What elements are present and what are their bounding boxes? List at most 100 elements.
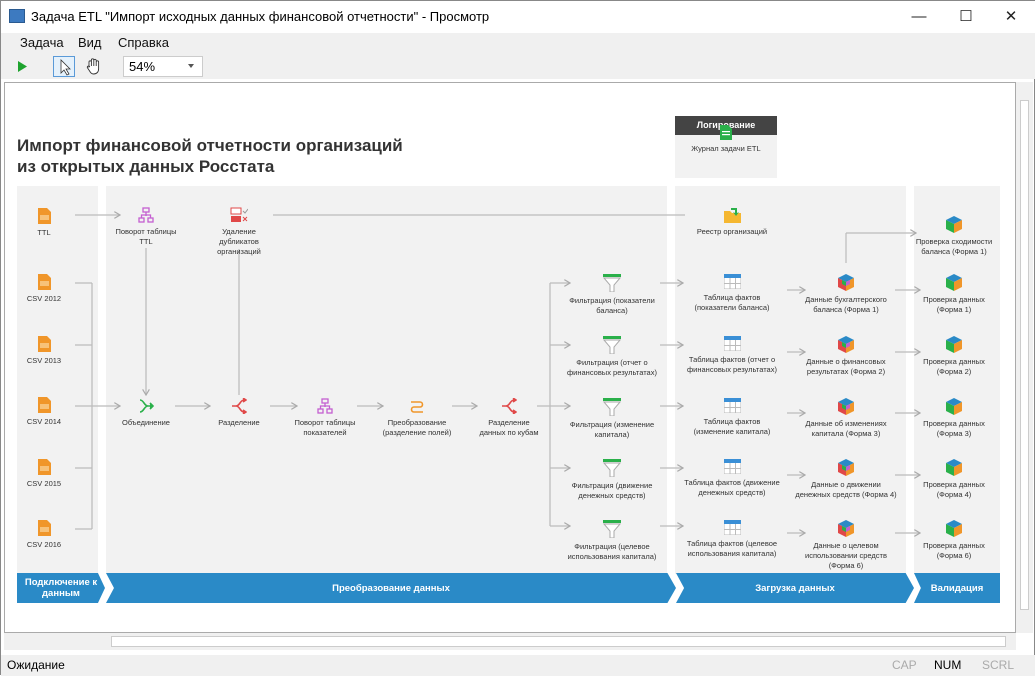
node-label: CSV 2015 [26, 479, 62, 488]
node-file[interactable]: CSV 2014 [5, 397, 104, 427]
node-label: Реестр организаций [696, 227, 768, 236]
node-label: Проверка данных (Форма 1) [923, 295, 985, 314]
hand-icon[interactable] [83, 56, 105, 77]
menu-task[interactable]: Задача [20, 35, 64, 50]
split-icon [449, 398, 569, 414]
pointer-icon[interactable] [53, 56, 75, 77]
split-icon [179, 398, 299, 414]
diagram-canvas[interactable]: Импорт финансовой отчетности организаций… [4, 82, 1016, 633]
node-merge[interactable]: Объединение [86, 398, 206, 428]
close-button[interactable]: ✕ [1004, 8, 1018, 25]
horizontal-scrollbar[interactable] [4, 633, 1016, 650]
cube-icon [894, 398, 1014, 415]
filter-icon [552, 398, 672, 416]
node-filter[interactable]: Фильтрация (показатели баланса) [552, 274, 672, 316]
title-bar: Задача ETL "Импорт исходных данных финан… [1, 1, 1035, 33]
stage-load: Загрузка данных [676, 573, 914, 603]
vertical-scroll-thumb[interactable] [1020, 100, 1029, 610]
node-dedupe[interactable]: Удаление дубликатов организаций [179, 207, 299, 257]
cube-icon [894, 336, 1014, 353]
node-cube[interactable]: Проверка сходимости баланса (Форма 1) [894, 216, 1014, 257]
node-pivot[interactable]: Поворот таблицы TTL [86, 207, 206, 247]
cube-icon [894, 459, 1014, 476]
file-icon [5, 336, 104, 352]
node-cube[interactable]: Проверка данных (Форма 4) [894, 459, 1014, 500]
node-label: Фильтрация (целевое использования капита… [567, 542, 657, 561]
node-label: Поворот таблицы TTL [115, 227, 177, 246]
node-label: Проверка данных (Форма 2) [923, 357, 985, 376]
node-label: Разделение [218, 418, 260, 427]
panel-validation [914, 186, 1000, 574]
node-split[interactable]: Разделение [179, 398, 299, 428]
filter-icon [552, 459, 672, 477]
node-pivot[interactable]: Поворот таблицы показателей [265, 398, 385, 438]
node-table[interactable]: Таблица фактов (целевое использования ка… [672, 520, 792, 559]
cube-multi-icon [786, 459, 906, 476]
node-cube[interactable]: Проверка данных (Форма 3) [894, 398, 1014, 439]
menu-help[interactable]: Справка [118, 35, 169, 50]
node-label: Фильтрация (изменение капитала) [569, 420, 655, 439]
node-label: Таблица фактов (отчет о финансовых резул… [687, 355, 777, 374]
table-icon [672, 520, 792, 535]
node-cube-multi[interactable]: Данные о финансовых результатах (Форма 2… [786, 336, 906, 377]
node-folder[interactable]: Реестр организаций [672, 208, 792, 237]
cube-multi-icon [786, 398, 906, 415]
node-table[interactable]: Таблица фактов (движение денежных средст… [672, 459, 792, 498]
node-table[interactable]: Таблица фактов (показатели баланса) [672, 274, 792, 313]
cap-indicator: CAP [892, 658, 917, 672]
node-table[interactable]: Таблица фактов (изменение капитала) [672, 398, 792, 437]
transform-icon [357, 398, 477, 414]
merge-icon [86, 398, 206, 414]
file-icon [5, 397, 104, 413]
play-icon[interactable] [15, 56, 29, 77]
node-filter[interactable]: Фильтрация (движение денежных средств) [552, 459, 672, 501]
panel-load [675, 186, 906, 574]
node-filter[interactable]: Фильтрация (изменение капитала) [552, 398, 672, 440]
node-cube[interactable]: Проверка данных (Форма 6) [894, 520, 1014, 561]
diagram-heading: Импорт финансовой отчетности организаций… [17, 136, 403, 176]
node-label: CSV 2016 [26, 540, 62, 549]
node-cube-multi[interactable]: Данные об изменениях капитала (Форма 3) [786, 398, 906, 439]
node-file[interactable]: TTL [5, 208, 104, 238]
num-indicator: NUM [934, 658, 962, 672]
node-label: Фильтрация (отчет о финансовых результат… [567, 358, 657, 377]
node-file[interactable]: CSV 2016 [5, 520, 104, 550]
etl-log-label: Журнал задачи ETL [691, 144, 761, 153]
cube-multi-icon [786, 274, 906, 291]
node-file[interactable]: CSV 2015 [5, 459, 104, 489]
node-filter[interactable]: Фильтрация (целевое использования капита… [552, 520, 672, 562]
maximize-button[interactable]: ☐ [959, 8, 973, 25]
menu-view[interactable]: Вид [78, 35, 102, 50]
node-cube-multi[interactable]: Данные о движении денежных средств (Форм… [786, 459, 906, 500]
node-table[interactable]: Таблица фактов (отчет о финансовых резул… [672, 336, 792, 375]
vertical-scrollbar[interactable] [1016, 82, 1033, 633]
node-label: Проверка сходимости баланса (Форма 1) [915, 237, 993, 256]
node-label: Данные об изменениях капитала (Форма 3) [805, 419, 887, 438]
node-label: Фильтрация (движение денежных средств) [571, 481, 653, 500]
node-transform[interactable]: Преобразование (разделение полей) [357, 398, 477, 438]
node-cube[interactable]: Проверка данных (Форма 1) [894, 274, 1014, 315]
horizontal-scroll-thumb[interactable] [111, 636, 1006, 647]
file-icon [5, 459, 104, 475]
node-file[interactable]: CSV 2013 [5, 336, 104, 366]
node-label: TTL [37, 228, 51, 237]
log-file-icon [720, 125, 732, 140]
node-label: Данные о финансовых результатах (Форма 2… [806, 357, 886, 376]
node-file[interactable]: CSV 2012 [5, 274, 104, 304]
etl-log-node[interactable]: Журнал задачи ETL [666, 125, 786, 154]
node-cube-multi[interactable]: Данные бухгалтерского баланса (Форма 1) [786, 274, 906, 315]
minimize-button[interactable]: — [911, 8, 927, 25]
window-title: Задача ETL "Импорт исходных данных финан… [31, 9, 490, 24]
node-cube-multi[interactable]: Данные о целевом использовании средств (… [786, 520, 906, 571]
file-icon [5, 274, 104, 290]
pivot-icon [265, 398, 385, 414]
zoom-value: 54% [129, 59, 156, 74]
node-label: Данные бухгалтерского баланса (Форма 1) [805, 295, 887, 314]
node-label: Таблица фактов (изменение капитала) [693, 417, 771, 436]
table-icon [672, 459, 792, 474]
zoom-select[interactable]: 54% [123, 56, 203, 77]
node-cube[interactable]: Проверка данных (Форма 2) [894, 336, 1014, 377]
table-icon [672, 336, 792, 351]
node-split[interactable]: Разделение данных по кубам [449, 398, 569, 438]
node-filter[interactable]: Фильтрация (отчет о финансовых результат… [552, 336, 672, 378]
